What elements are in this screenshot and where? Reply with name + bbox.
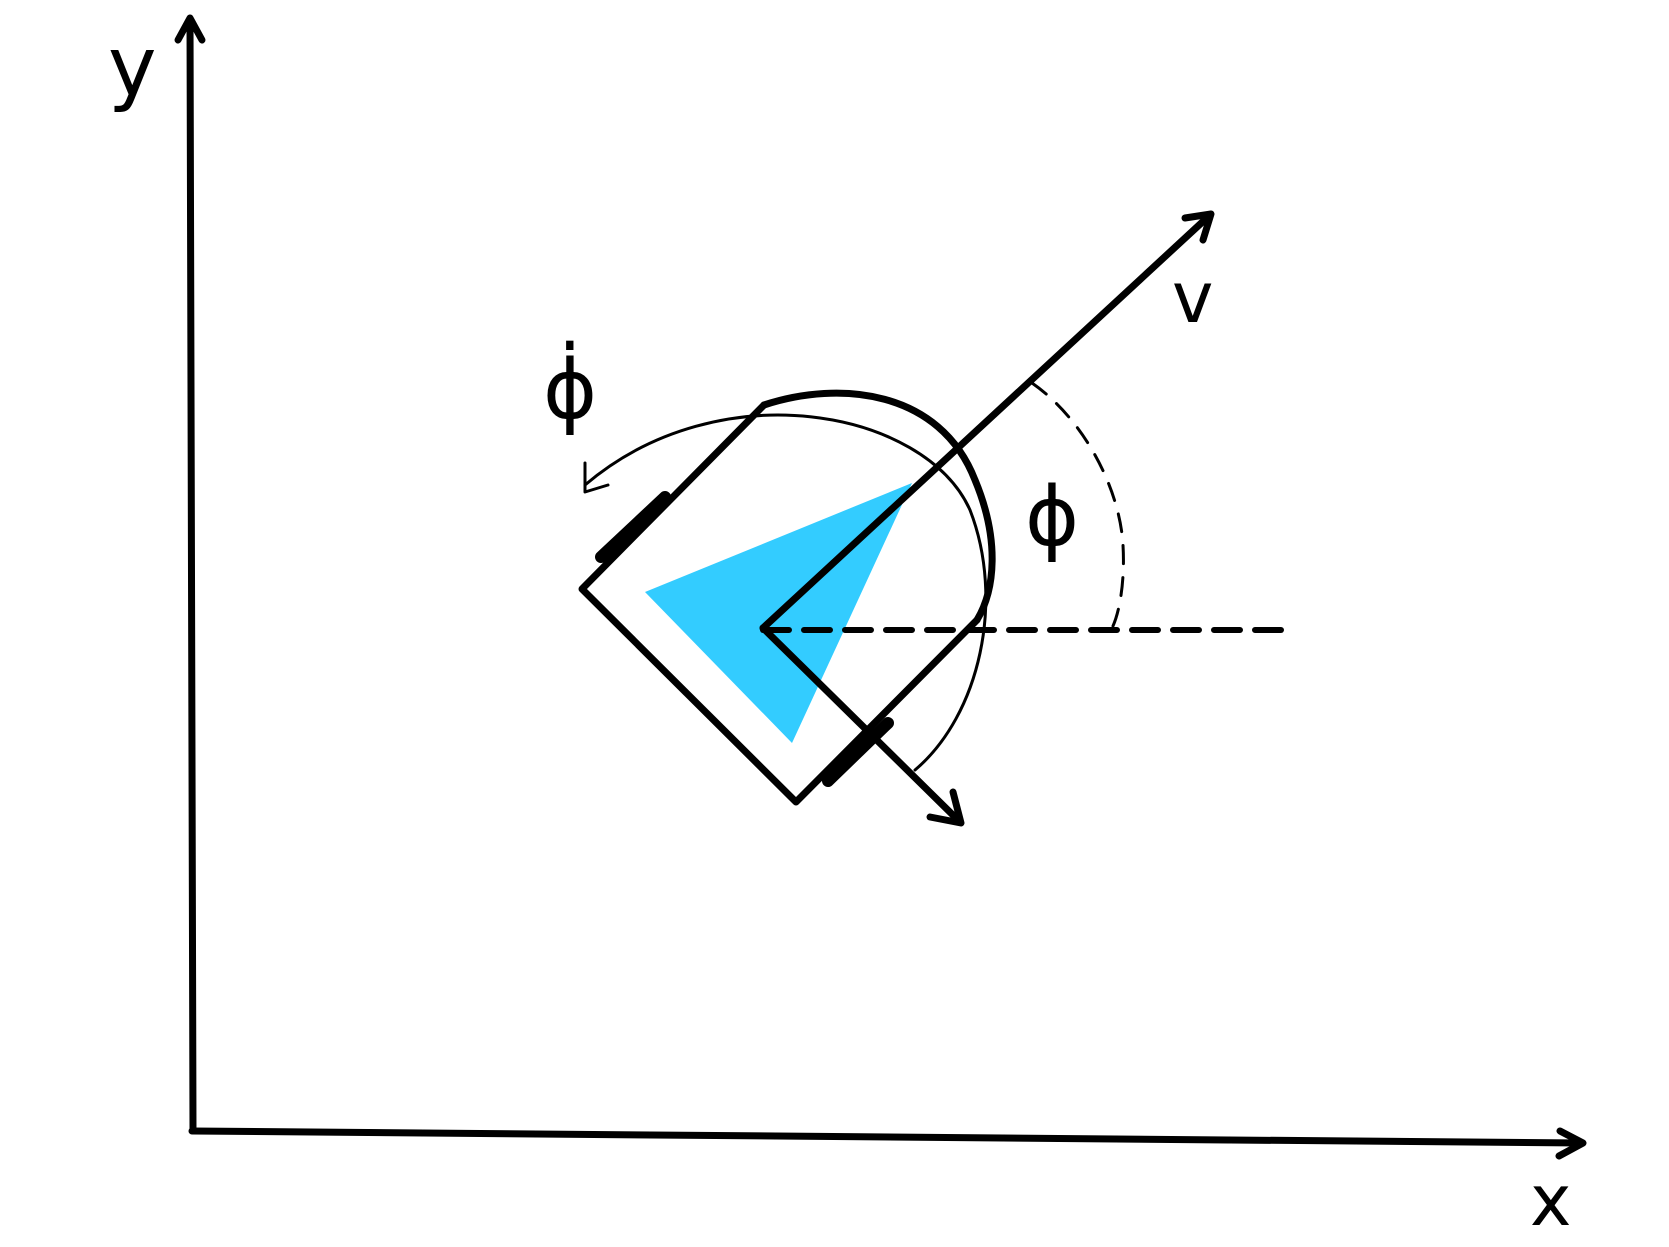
lateral-line xyxy=(759,624,964,826)
robot xyxy=(578,389,996,806)
x-axis xyxy=(188,1127,1587,1160)
angular-velocity-arc xyxy=(583,413,988,772)
velocity-vector xyxy=(759,210,1215,632)
x-axis-arrowhead xyxy=(1555,1127,1587,1160)
velocity-line xyxy=(759,211,1214,632)
angular-velocity-label: ϕ̇ xyxy=(543,340,597,438)
y-axis-arrowhead xyxy=(174,14,206,44)
robot-body-square xyxy=(578,401,981,806)
right-wheel xyxy=(822,717,894,787)
lateral-arrowhead xyxy=(926,788,965,827)
heading-angle-label: ϕ xyxy=(1025,470,1079,565)
y-axis xyxy=(174,14,206,1135)
x-axis-line xyxy=(188,1127,1586,1147)
y-axis-label: y xyxy=(108,20,157,115)
angular-velocity-arrowhead xyxy=(583,461,610,494)
angular-velocity-indicator xyxy=(583,413,988,772)
left-wheel xyxy=(595,491,671,563)
x-axis-label: x xyxy=(1530,1160,1571,1242)
heading-angle-arc xyxy=(1030,381,1125,628)
heading-reference xyxy=(760,381,1285,633)
velocity-arrowhead xyxy=(1181,210,1215,244)
y-axis-line xyxy=(186,16,197,1135)
lateral-vector xyxy=(759,624,965,827)
robot-front-arc xyxy=(760,389,996,624)
velocity-label: v xyxy=(1172,257,1213,339)
